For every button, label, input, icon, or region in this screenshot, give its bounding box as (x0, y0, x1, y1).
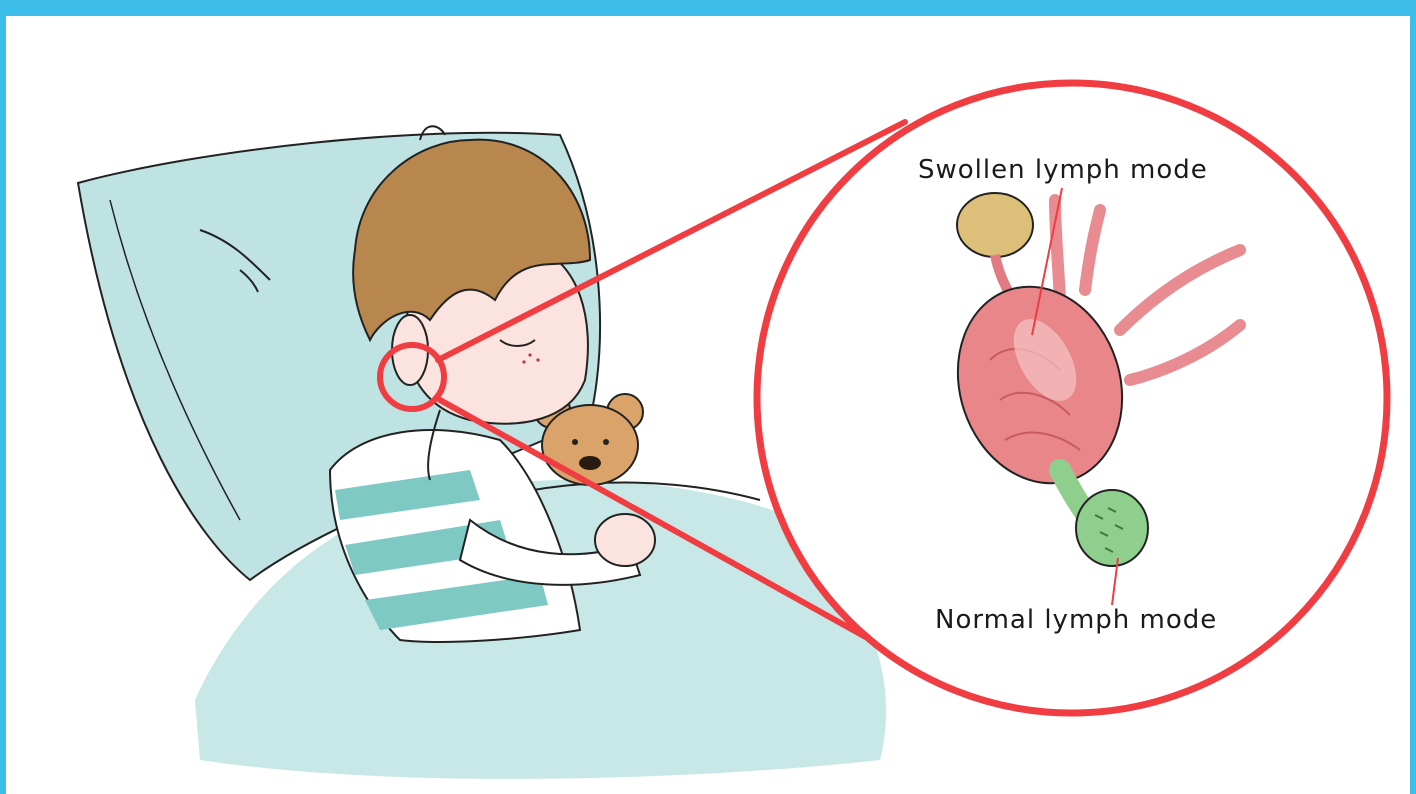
normal-lymph-label: Normal lymph mode (935, 605, 1217, 635)
swollen-lymph-label: Swollen lymph mode (918, 155, 1208, 185)
normal-lymph-node (1076, 490, 1148, 566)
